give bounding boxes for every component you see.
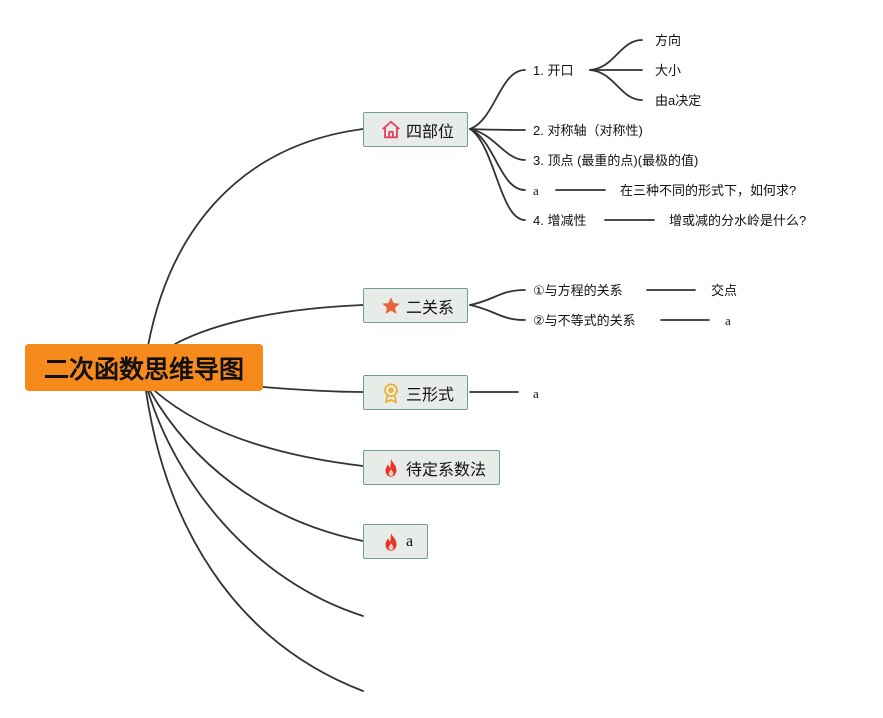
star-icon <box>380 295 402 317</box>
connector-sibu-kaikou <box>469 69 526 130</box>
connector-root-daidingxishu <box>154 390 364 467</box>
connector-sibu-a <box>469 128 526 191</box>
house-icon <box>380 119 402 141</box>
connector-root-sibuwei <box>147 128 364 347</box>
connector-sibu-dingdian <box>469 128 526 161</box>
branch-daidingxishufa[interactable]: 待定系数法 <box>363 450 500 485</box>
flame-icon <box>380 457 402 479</box>
branch-sanxingshi[interactable]: 三形式 <box>363 375 468 410</box>
connector-root-empty-1 <box>147 390 364 617</box>
topic-dingdian[interactable]: 3. 顶点 (最重的点)(最极的值) <box>533 153 699 168</box>
branch-erguanxi[interactable]: 二关系 <box>363 288 468 323</box>
connector-sibu-zengjian <box>469 128 526 221</box>
root-title: 二次函数思维导图 <box>43 355 244 384</box>
topic-youa[interactable]: 由a决定 <box>655 93 702 108</box>
branch-label: 三形式 <box>406 386 455 404</box>
topic-a-detail[interactable]: 在三种不同的形式下，如何求? <box>620 183 797 198</box>
topic-kaikou[interactable]: 1. 开口 <box>533 63 574 78</box>
branch-label: 待定系数法 <box>406 461 487 479</box>
topic-daxiao[interactable]: 大小 <box>655 63 682 78</box>
connector-guanxi-fangcheng <box>469 289 526 306</box>
connector-root-empty-2 <box>145 390 364 692</box>
branch-a[interactable]: a <box>363 524 428 559</box>
branch-sibuwei[interactable]: 四部位 <box>363 112 468 147</box>
topic-budengshi-detail[interactable]: a <box>725 313 731 328</box>
connector-root-sanxingshi <box>262 386 364 393</box>
connector-root-erguanxi <box>174 304 364 345</box>
topic-a[interactable]: a <box>533 183 539 198</box>
topic-jiaodian[interactable]: 交点 <box>711 283 738 298</box>
connector-root-a <box>149 390 364 542</box>
topic-zengjian-detail[interactable]: 增或减的分水岭是什么? <box>669 213 807 228</box>
topic-duichengzhou[interactable]: 2. 对称轴（对称性) <box>533 123 643 138</box>
branch-label: 二关系 <box>406 299 455 317</box>
branch-label: 四部位 <box>406 123 455 141</box>
topic-budengshi[interactable]: ②与不等式的关系 <box>533 313 636 328</box>
topic-fangxiang[interactable]: 方向 <box>655 33 682 48</box>
flame-icon <box>380 531 402 553</box>
topic-zengjian[interactable]: 4. 增减性 <box>533 213 587 228</box>
connector-kaikou-fangxiang <box>589 39 643 71</box>
connector-sibu-duichengzhou <box>469 128 526 131</box>
topic-xingshi-a[interactable]: a <box>533 386 539 401</box>
award-ribbon-icon <box>380 382 402 404</box>
branch-label: a <box>406 532 414 550</box>
topic-fangcheng[interactable]: ①与方程的关系 <box>533 283 623 298</box>
connector-kaikou-youa <box>589 69 643 101</box>
connector-guanxi-budengshi <box>469 304 526 321</box>
root-topic[interactable]: 二次函数思维导图 <box>25 344 263 391</box>
